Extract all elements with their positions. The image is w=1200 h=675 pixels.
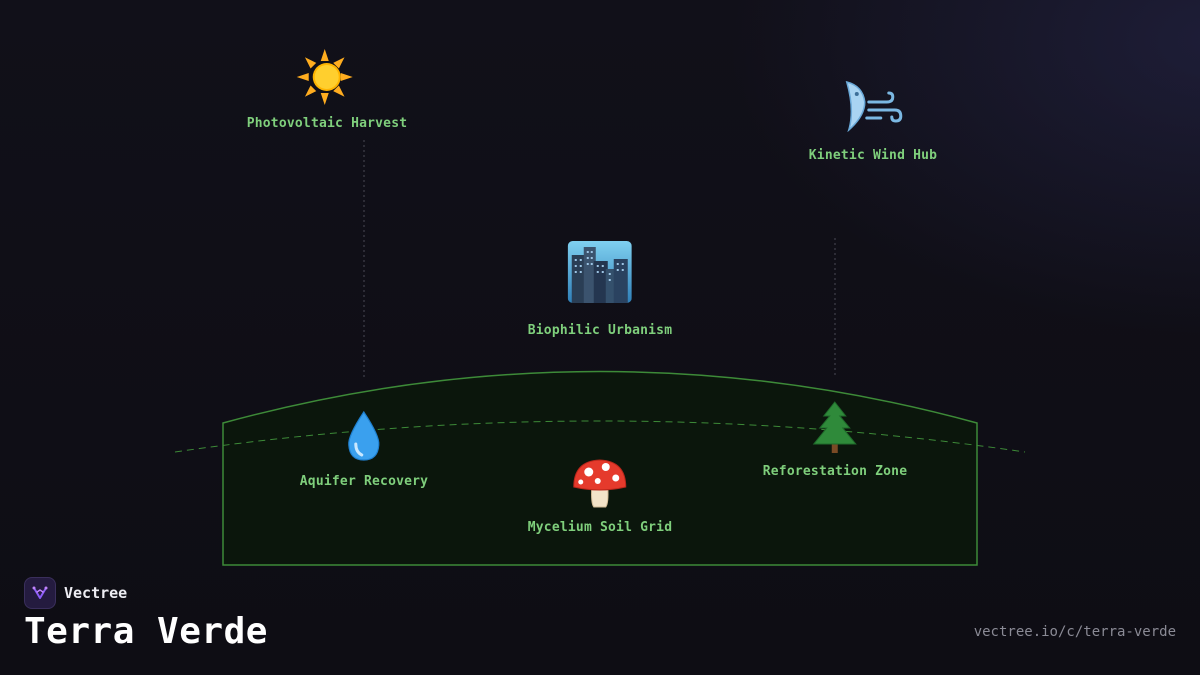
mushroom-icon xyxy=(573,459,627,508)
water-drop-icon xyxy=(348,410,380,461)
node-aquifer-recovery[interactable]: Aquifer Recovery xyxy=(300,410,428,489)
node-label: Kinetic Wind Hub xyxy=(808,148,938,163)
node-reforestation-zone[interactable]: Reforestation Zone xyxy=(763,400,907,479)
wind-face-icon xyxy=(845,80,903,133)
horizon-dashed-line xyxy=(174,420,1026,453)
source-url-link[interactable]: vectree.io/c/terra-verde xyxy=(973,624,1176,640)
node-label: Photovoltaic Harvest xyxy=(246,116,408,131)
node-label: Reforestation Zone xyxy=(762,464,908,479)
node-photovoltaic-harvest[interactable]: Photovoltaic Harvest xyxy=(247,48,408,131)
evergreen-tree-icon xyxy=(812,401,858,453)
sun-icon xyxy=(296,48,356,106)
brand-name: Vectree xyxy=(64,584,128,602)
page-title: Terra Verde xyxy=(24,611,268,652)
node-label: Aquifer Recovery xyxy=(299,474,429,489)
brand[interactable]: Vectree xyxy=(24,577,127,609)
node-label: Biophilic Urbanism xyxy=(527,323,673,338)
cityscape-icon xyxy=(567,241,632,303)
node-label: Mycelium Soil Grid xyxy=(527,520,673,535)
node-kinetic-wind-hub[interactable]: Kinetic Wind Hub xyxy=(809,80,937,163)
node-mycelium-soil-grid[interactable]: Mycelium Soil Grid xyxy=(528,457,672,535)
node-biophilic-urbanism[interactable]: Biophilic Urbanism xyxy=(528,241,672,338)
vectree-logo-icon xyxy=(24,577,56,609)
